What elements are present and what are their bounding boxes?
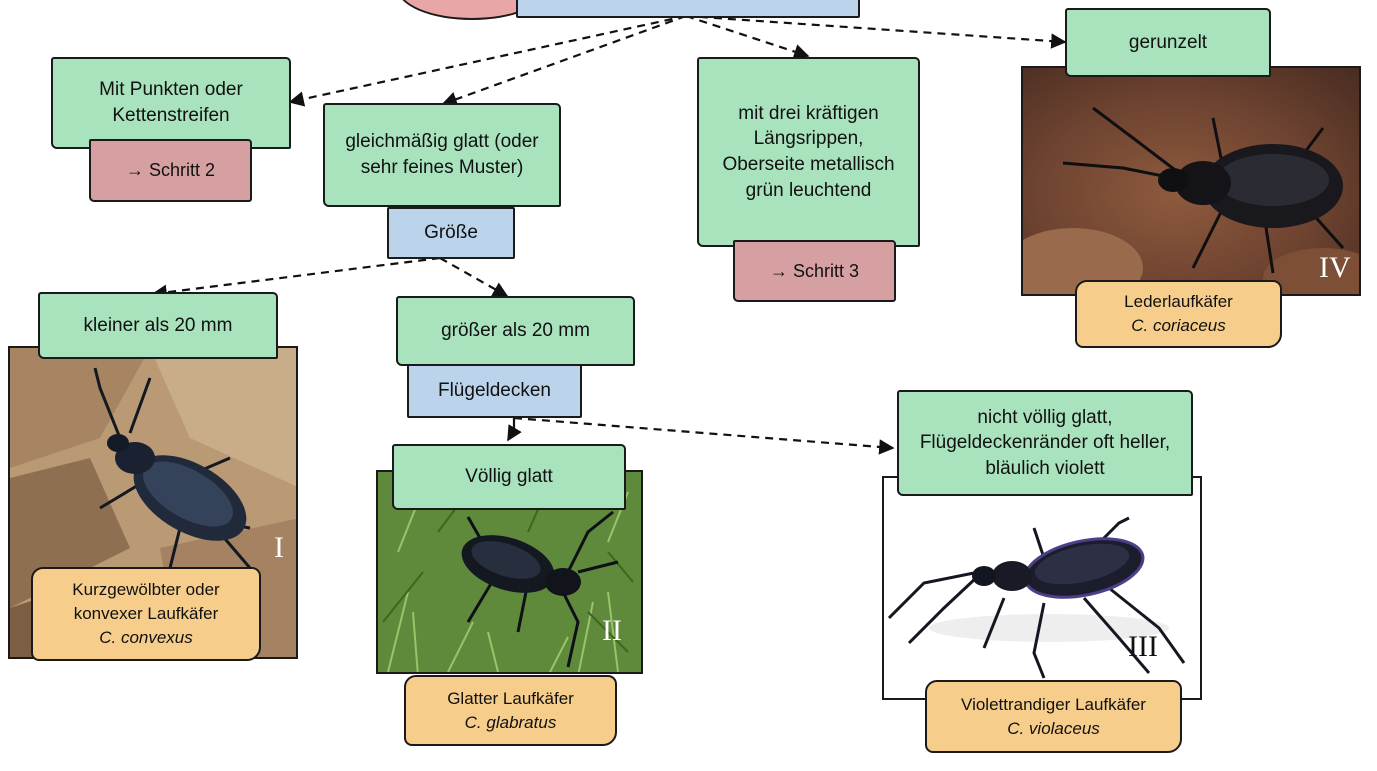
node-nicht-voellig-glatt: nicht völlig glatt, Flügeldeckenränder o… xyxy=(897,390,1193,496)
arrow-to-punkte xyxy=(290,16,686,102)
node-gerunzelt: gerunzelt xyxy=(1065,8,1271,77)
beetle-photo-iv xyxy=(1021,66,1361,296)
node-fluegeldecken: Flügeldecken xyxy=(407,364,582,418)
species-latin: C. convexus xyxy=(99,626,193,650)
arrow-to-voellig-glatt xyxy=(508,418,514,440)
node-schritt-3: → Schritt 3 xyxy=(733,240,896,302)
node-groesser-20mm: größer als 20 mm xyxy=(396,296,635,366)
species-latin: C. glabratus xyxy=(465,711,557,735)
arrow-to-rippen xyxy=(686,16,808,56)
node-kleiner-20mm: kleiner als 20 mm xyxy=(38,292,278,359)
species-card-iv: Lederlaufkäfer C. coriaceus xyxy=(1075,280,1282,348)
species-latin: C. coriaceus xyxy=(1131,314,1225,338)
species-name: Kurzgewölbter oder konvexer Laufkäfer xyxy=(33,578,259,626)
species-name: Lederlaufkäfer xyxy=(1124,290,1233,314)
numeral-iv: IV xyxy=(1319,251,1351,285)
numeral-iii: III xyxy=(1128,630,1158,664)
species-card-i: Kurzgewölbter oder konvexer Laufkäfer C.… xyxy=(31,567,261,661)
node-schritt-2: → Schritt 2 xyxy=(89,139,252,202)
species-name: Glatter Laufkäfer xyxy=(447,687,574,711)
species-card-iii: Violettrandiger Laufkäfer C. violaceus xyxy=(925,680,1182,753)
species-name: Violettrandiger Laufkäfer xyxy=(961,693,1146,717)
top-root-node xyxy=(516,0,860,18)
arrow-to-groesser xyxy=(440,258,507,296)
node-groesse: Größe xyxy=(387,207,515,259)
arrow-to-gerunzelt xyxy=(686,16,1065,42)
node-laengsrippen: mit drei kräftigen Längsrippen, Oberseit… xyxy=(697,57,920,247)
beetle-photo-iii xyxy=(882,476,1202,700)
numeral-i: I xyxy=(274,531,284,565)
node-punkte: Mit Punkten oder Kettenstreifen xyxy=(51,57,291,149)
species-latin: C. violaceus xyxy=(1007,717,1100,741)
node-gleichmaessig-glatt: gleichmäßig glatt (oder sehr feines Must… xyxy=(323,103,561,207)
node-voellig-glatt: Völlig glatt xyxy=(392,444,626,510)
numeral-ii: II xyxy=(602,614,622,648)
arrow-to-kleiner xyxy=(153,258,440,294)
species-card-ii: Glatter Laufkäfer C. glabratus xyxy=(404,675,617,746)
